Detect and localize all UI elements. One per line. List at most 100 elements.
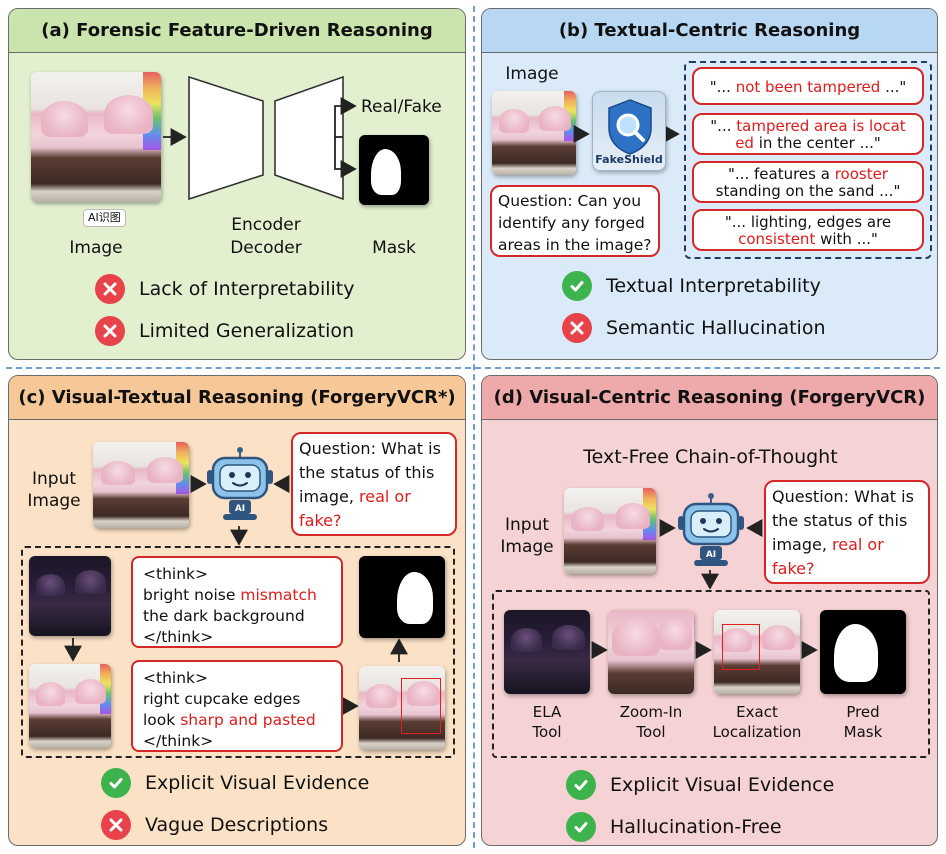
question-bubble: Question: Can you identify any forged ar… — [490, 185, 660, 257]
ai-robot-icon: AI — [205, 446, 275, 522]
panel-c-arrows — [64, 475, 408, 715]
panel-d-arrows — [591, 519, 818, 659]
arrow-to-real-fake — [334, 97, 357, 137]
pred-mask-image — [820, 610, 906, 694]
cross-icon — [101, 810, 131, 840]
con-item: Lack of Interpretability — [95, 274, 355, 304]
cross-icon — [95, 274, 125, 304]
response-text: "... lighting, edges are — [724, 213, 892, 231]
encoder-shape — [188, 75, 264, 201]
step-zoom-line2: Tool — [636, 723, 666, 741]
check-icon — [562, 271, 592, 301]
pro-text: Textual Interpretability — [606, 275, 821, 297]
vertical-separator — [473, 6, 475, 848]
panel-visual-textual: (c) Visual-Textual Reasoning (ForgeryVCR… — [8, 375, 466, 846]
think-open: <think> — [143, 565, 208, 583]
ai-tag[interactable]: AI识图 — [83, 209, 126, 227]
svg-text:AI: AI — [706, 550, 716, 560]
ela-image — [29, 556, 111, 636]
localization-box — [722, 624, 760, 670]
think-text: right cupcake edges — [143, 690, 301, 708]
response-text: "... — [710, 117, 737, 135]
cross-icon — [562, 313, 592, 343]
think-open: <think> — [143, 669, 208, 687]
tool-chain-box — [492, 590, 930, 758]
think-highlight: mismatch — [240, 586, 317, 604]
response-text: "... features a — [728, 165, 835, 183]
panel-a-diagram — [163, 75, 357, 201]
con-item: Vague Descriptions — [101, 810, 328, 840]
question-highlight: real or fake? — [299, 487, 411, 530]
image-label: Image — [505, 64, 559, 84]
check-icon — [101, 768, 131, 798]
panel-b-arrows — [573, 125, 680, 143]
panel-textual-centric: (b) Textual-Centric Reasoning Image Fake… — [481, 8, 938, 360]
zoom-in-image — [608, 610, 694, 694]
pro-item: Explicit Visual Evidence — [566, 770, 834, 800]
question-bubble: Question: What is the status of this ima… — [291, 432, 457, 536]
input-image — [93, 442, 189, 528]
think-box-2: <think> right cupcake edges look sharp a… — [131, 660, 343, 752]
response-text: ..." — [880, 78, 907, 96]
input-image — [31, 72, 161, 202]
panel-b-title: (b) Textual-Centric Reasoning — [482, 9, 937, 53]
pro-item: Explicit Visual Evidence — [101, 768, 369, 798]
response-bubble: "... features a rooster standing on the … — [692, 161, 924, 203]
think-text: bright noise — [143, 586, 241, 604]
con-text: Limited Generalization — [139, 320, 355, 342]
response-highlight: tampered area is locat ed — [735, 117, 906, 152]
input-label-line2: Image — [500, 537, 554, 557]
exact-localization-image — [714, 610, 800, 694]
decoder-shape — [274, 75, 344, 201]
localized-image — [359, 666, 445, 750]
response-bubble: "... tampered area is locat ed in the ce… — [692, 113, 924, 155]
think-close: </think> — [143, 732, 214, 750]
question-text: Question: What is the status of this ima… — [772, 487, 914, 554]
check-icon — [566, 812, 596, 842]
con-text: Semantic Hallucination — [606, 317, 826, 339]
response-text: with ..." — [815, 230, 878, 248]
response-highlight: rooster — [834, 165, 888, 183]
step-ela-line2: Tool — [532, 723, 562, 741]
pred-mask-image — [359, 556, 445, 638]
panel-c-title: (c) Visual-Textual Reasoning (ForgeryVCR… — [9, 376, 465, 420]
panel-forensic-feature-driven: (a) Forensic Feature-Driven Reasoning AI… — [8, 8, 466, 360]
arrow-to-mask — [334, 137, 357, 178]
check-icon — [566, 770, 596, 800]
think-highlight: sharp and pasted — [180, 711, 316, 729]
think-box-1: <think> bright noise mismatch the dark b… — [131, 556, 343, 648]
fakeshield-label: FakeShield — [595, 153, 663, 166]
cross-icon — [95, 316, 125, 346]
pro-item: Hallucination-Free — [566, 812, 782, 842]
zoom-image — [29, 664, 111, 748]
think-text: look — [143, 711, 181, 729]
response-text: standing on the sand ..." — [715, 182, 901, 200]
step-zoom-line1: Zoom-In — [619, 703, 683, 721]
response-bubble: "... not been tampered ..." — [692, 67, 924, 105]
pro-text: Explicit Visual Evidence — [610, 774, 835, 796]
step-ela-line1: ELA — [532, 703, 562, 721]
panel-d-subtitle: Text-Free Chain-of-Thought — [583, 446, 838, 468]
decoder-label: Decoder — [230, 238, 302, 258]
question-text: Question: What is the status of this ima… — [299, 439, 441, 506]
fakeshield-logo: FakeShield — [592, 91, 666, 171]
horizontal-separator — [6, 367, 940, 369]
encoder-label: Encoder — [231, 215, 301, 235]
con-text: Vague Descriptions — [145, 814, 329, 836]
step-mask-line1: Pred — [846, 703, 880, 721]
responses-box — [684, 61, 932, 259]
real-fake-label: Real/Fake — [361, 97, 442, 117]
input-label-line1: Input — [504, 515, 550, 535]
reasoning-box — [21, 546, 455, 758]
question-bubble: Question: What is the status of this ima… — [764, 480, 930, 584]
response-text: "... — [709, 78, 736, 96]
con-text: Lack of Interpretability — [139, 278, 355, 300]
mask-image — [359, 135, 429, 205]
ela-tool-image — [504, 610, 590, 694]
shield-icon — [608, 99, 652, 155]
ai-robot-icon: AI — [676, 492, 746, 568]
svg-text:AI: AI — [235, 504, 245, 514]
response-text: in the center ..." — [753, 134, 881, 152]
response-highlight: consistent — [738, 230, 816, 248]
con-item: Semantic Hallucination — [562, 313, 826, 343]
